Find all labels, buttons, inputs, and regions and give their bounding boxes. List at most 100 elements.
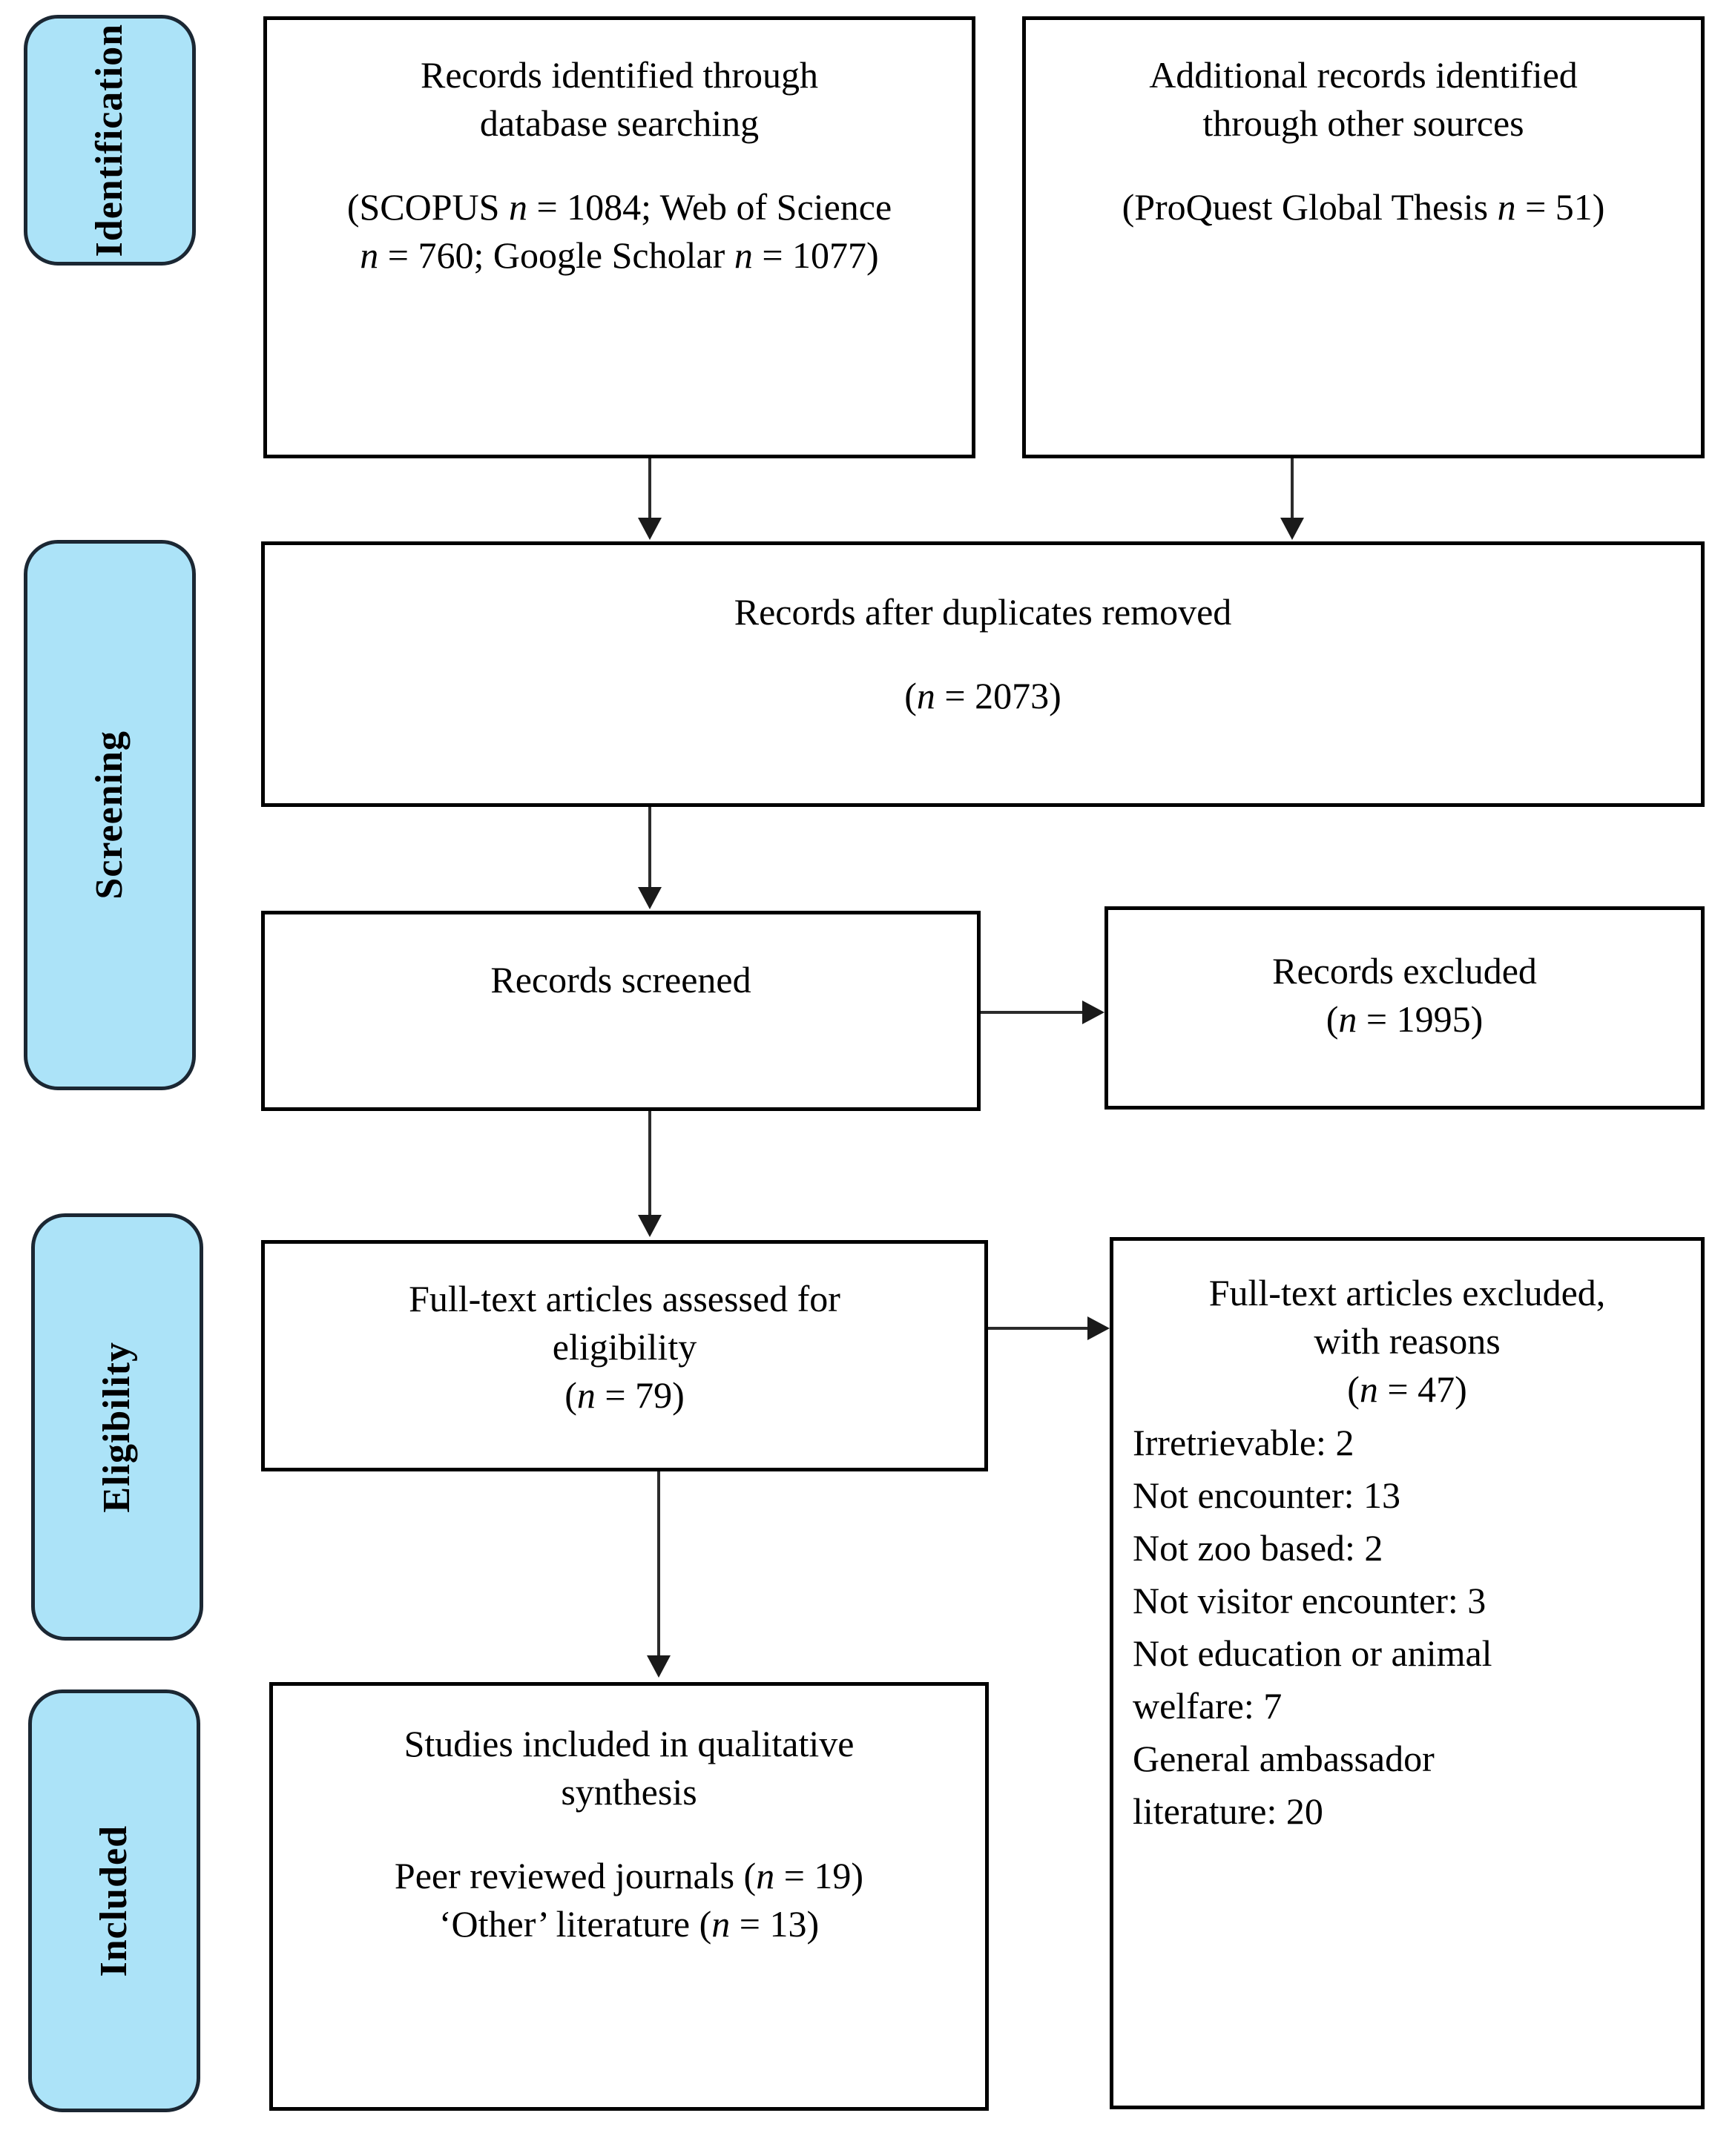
records-identified-detail-line1: (SCOPUS n = 1084; Web of Science — [288, 183, 951, 231]
records-excluded-count: (n = 1995) — [1123, 995, 1686, 1044]
box-fulltext-assessed: Full-text articles assessed for eligibil… — [261, 1240, 988, 1471]
detail-text: = 19) — [774, 1854, 864, 1896]
fulltext-assessed-title-line1: Full-text articles assessed for — [409, 1278, 840, 1319]
studies-included-detail-2: ‘Other’ literature (n = 13) — [291, 1900, 967, 1948]
duplicates-removed-title: Records after duplicates removed — [734, 591, 1232, 633]
arrow-additional-to-duplicates — [1280, 518, 1304, 540]
arrow-fulltext-to-excluded — [1087, 1316, 1110, 1340]
detail-text: (SCOPUS — [346, 185, 509, 228]
detail-text: (ProQuest Global Thesis — [1122, 185, 1498, 228]
detail-text: Peer reviewed journals ( — [394, 1854, 757, 1896]
stage-tab-screening: Screening — [24, 540, 196, 1090]
box-records-screened: Records screened — [261, 911, 981, 1111]
box-duplicates-removed: Records after duplicates removed (n = 20… — [261, 541, 1705, 807]
detail-text: ( — [1326, 998, 1339, 1040]
n-symbol: n — [1338, 998, 1357, 1040]
reason-item: literature: 20 — [1133, 1790, 1323, 1832]
arrow-screened-to-fulltext — [638, 1215, 662, 1237]
box-studies-included-text: Studies included in qualitative synthesi… — [273, 1686, 985, 1948]
reason-item: Not education or animal — [1133, 1632, 1492, 1674]
records-identified-title-line2: database searching — [479, 102, 760, 144]
arrow-identified-to-duplicates — [638, 518, 662, 540]
additional-records-detail: (ProQuest Global Thesis n = 51) — [1044, 183, 1683, 231]
box-records-excluded-text: Records excluded (n = 1995) — [1108, 910, 1701, 1044]
box-studies-included: Studies included in qualitative synthesi… — [269, 1682, 989, 2111]
connector-fulltext-to-excluded — [988, 1327, 1092, 1330]
stage-label-identification: Identification — [88, 23, 131, 257]
n-symbol: n — [711, 1902, 731, 1945]
stage-label-eligibility: Eligibility — [96, 1341, 138, 1513]
connector-additional-to-duplicates — [1291, 458, 1294, 519]
box-records-screened-text: Records screened — [265, 914, 977, 1004]
detail-text: = 1084; Web of Science — [527, 185, 892, 228]
fulltext-assessed-count: (n = 79) — [283, 1371, 967, 1420]
detail-text: = 1077) — [752, 234, 879, 276]
reason-item: Not zoo based: 2 — [1133, 1527, 1383, 1569]
detail-text: = 47) — [1377, 1368, 1467, 1410]
n-symbol: n — [916, 674, 935, 716]
fulltext-assessed-title-line2: eligibility — [552, 1326, 697, 1368]
n-symbol: n — [508, 185, 527, 228]
connector-screened-to-excluded — [981, 1011, 1086, 1014]
studies-included-title-line2: synthesis — [561, 1771, 697, 1813]
studies-included-detail-1: Peer reviewed journals (n = 19) — [291, 1852, 967, 1900]
spacer — [291, 1816, 967, 1852]
box-records-identified: Records identified through database sear… — [263, 16, 975, 458]
box-records-excluded: Records excluded (n = 1995) — [1104, 906, 1705, 1110]
additional-records-title-line2: through other sources — [1202, 102, 1524, 144]
studies-included-title-line1: Studies included in qualitative — [404, 1723, 855, 1764]
connector-identified-to-duplicates — [648, 458, 651, 519]
arrow-screened-to-excluded — [1082, 1000, 1104, 1024]
arrow-duplicates-to-screened — [638, 887, 662, 909]
box-fulltext-excluded-header: Full-text articles excluded, with reason… — [1113, 1241, 1701, 1414]
box-duplicates-removed-text: Records after duplicates removed (n = 20… — [265, 545, 1701, 720]
n-symbol: n — [576, 1374, 596, 1416]
stage-tab-eligibility: Eligibility — [31, 1213, 203, 1641]
n-symbol: n — [1359, 1368, 1378, 1410]
n-symbol: n — [1497, 185, 1516, 228]
reason-item: Not visitor encounter: 3 — [1133, 1580, 1487, 1621]
stage-tab-included: Included — [28, 1689, 200, 2112]
additional-records-title-line1: Additional records identified — [1149, 54, 1578, 96]
duplicates-removed-count: (n = 2073) — [287, 672, 1679, 720]
reason-item: Irretrievable: 2 — [1133, 1422, 1354, 1463]
detail-text: = 2073) — [935, 674, 1061, 716]
detail-text: ( — [564, 1374, 577, 1416]
connector-fulltext-to-included — [657, 1471, 660, 1657]
stage-label-included: Included — [93, 1824, 135, 1977]
box-records-identified-text: Records identified through database sear… — [267, 20, 972, 280]
n-symbol: n — [756, 1854, 775, 1896]
arrow-fulltext-to-included — [647, 1655, 671, 1678]
reason-item: Not encounter: 13 — [1133, 1474, 1401, 1516]
spacer — [1044, 148, 1683, 183]
spacer — [288, 148, 951, 183]
n-symbol: n — [734, 234, 753, 276]
records-excluded-title: Records excluded — [1272, 950, 1537, 992]
fulltext-excluded-reason-list: Irretrievable: 2 Not encounter: 13 Not z… — [1113, 1414, 1701, 1838]
records-screened-title: Records screened — [490, 959, 751, 1000]
spacer — [287, 636, 1679, 672]
fulltext-excluded-title-line1: Full-text articles excluded, — [1208, 1272, 1606, 1313]
detail-text: ( — [904, 674, 917, 716]
records-identified-title-line1: Records identified through — [421, 54, 818, 96]
records-identified-detail-line2: n = 760; Google Scholar n = 1077) — [288, 231, 951, 280]
reason-item: welfare: 7 — [1133, 1685, 1283, 1727]
detail-text: = 1995) — [1357, 998, 1484, 1040]
connector-screened-to-fulltext — [648, 1111, 651, 1216]
fulltext-excluded-count: (n = 47) — [1130, 1365, 1685, 1414]
detail-text: ‘Other’ literature ( — [438, 1902, 712, 1945]
detail-text: = 79) — [595, 1374, 685, 1416]
n-symbol: n — [360, 234, 379, 276]
box-fulltext-excluded: Full-text articles excluded, with reason… — [1110, 1237, 1705, 2109]
fulltext-excluded-title-line2: with reasons — [1314, 1320, 1501, 1362]
box-additional-records-text: Additional records identified through ot… — [1026, 20, 1701, 231]
detail-text: = 51) — [1515, 185, 1605, 228]
reason-item: General ambassador — [1133, 1738, 1435, 1779]
connector-duplicates-to-screened — [648, 807, 651, 890]
detail-text: = 13) — [730, 1902, 820, 1945]
detail-text: ( — [1347, 1368, 1360, 1410]
box-additional-records: Additional records identified through ot… — [1022, 16, 1705, 458]
box-fulltext-assessed-text: Full-text articles assessed for eligibil… — [265, 1244, 984, 1420]
stage-tab-identification: Identification — [24, 15, 196, 266]
